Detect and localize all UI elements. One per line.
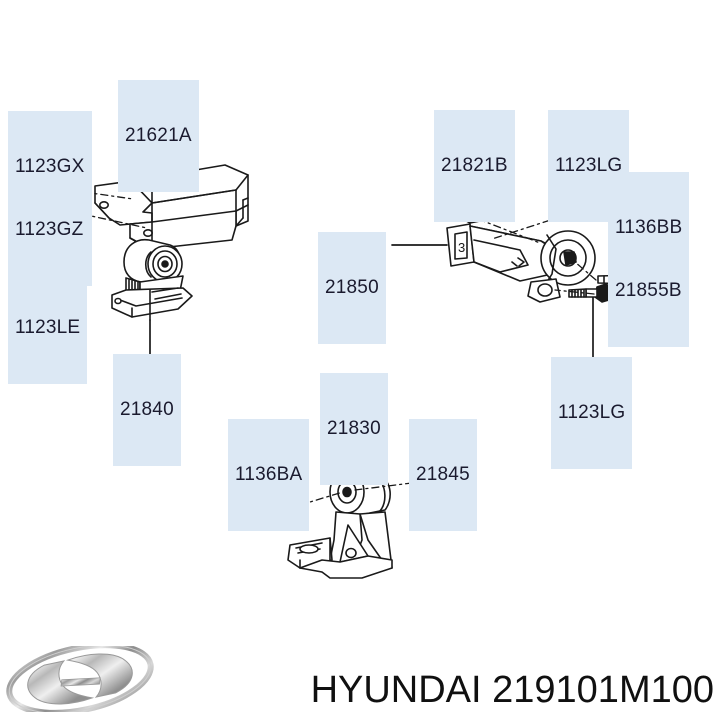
callout-21821B[interactable]: 21821B [434,110,515,222]
callout-text: 21621A [125,125,192,146]
part-21840-mount [111,238,193,321]
callout-1123LE[interactable]: 1123LE [8,272,88,384]
callout-text: 21845 [416,464,470,485]
callout-1123LG-bottom[interactable]: 1123LG [551,357,633,469]
callout-text-line1: 1123GX [15,156,85,177]
callout-1136BB-21855B[interactable]: 1136BB 21855B [608,172,690,347]
footer-bar: HYUNDAI 219101M100 [0,640,720,720]
callout-text: 1136BA [235,464,303,485]
callout-text: 21821B [441,155,508,176]
callout-text: 1123LG [555,155,623,176]
callout-1136BA[interactable]: 1136BA [228,419,310,531]
callout-text-line1: 1136BB [615,217,683,238]
callout-21845[interactable]: 21845 [409,419,477,531]
part-21850-roll-rod: 3 [446,223,596,303]
footer-brand-part-number: HYUNDAI 219101M100 [310,669,714,711]
callout-text: 21850 [325,277,379,298]
callout-text: 1123LE [15,317,81,338]
assembly-axis-left [81,191,148,229]
svg-text:3: 3 [458,240,465,255]
hyundai-logo-icon [6,646,154,712]
callout-text-line2: 21855B [615,280,682,301]
callout-text-line2: 1123GZ [15,219,84,240]
callout-text: 21840 [120,399,174,420]
callout-21621A[interactable]: 21621A [118,80,199,192]
callout-21840[interactable]: 21840 [113,354,181,466]
callout-1123GX-1123GZ[interactable]: 1123GX 1123GZ [8,111,92,286]
part-1123LG-bolt-bottom [568,283,614,303]
callout-text: 1123LG [558,402,626,423]
callout-21830[interactable]: 21830 [320,373,388,485]
callout-text: 21830 [327,418,381,439]
callout-21850[interactable]: 21850 [318,232,386,344]
